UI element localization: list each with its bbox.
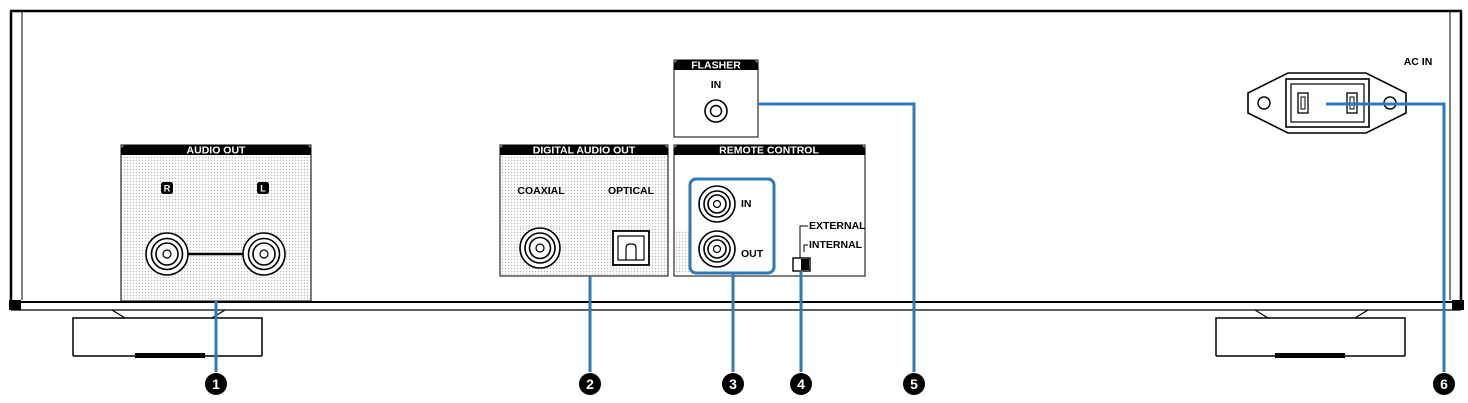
audio-out-section: AUDIO OUT R L (120, 144, 312, 302)
left-foot (72, 309, 263, 358)
flasher-header: FLASHER (691, 60, 741, 72)
rca-jack-l[interactable] (242, 232, 286, 276)
ac-in-label: AC IN (1404, 56, 1433, 68)
callout-2-number: 2 (586, 376, 594, 392)
remote-in-label: IN (741, 198, 752, 210)
callout-lines (214, 102, 1446, 372)
coaxial-jack[interactable] (519, 227, 561, 269)
external-label: EXTERNAL (809, 220, 866, 232)
remote-control-section: REMOTE CONTROL IN OUT EXTERNAL INTERNAL (673, 144, 866, 277)
callout-5: 5 (903, 373, 925, 395)
remote-out-label: OUT (741, 248, 764, 260)
coaxial-label: COAXIAL (517, 185, 565, 197)
digital-audio-out-header: DIGITAL AUDIO OUT (533, 145, 636, 157)
right-foot (1215, 309, 1406, 358)
audio-out-header: AUDIO OUT (187, 145, 247, 157)
flasher-section: FLASHER IN (673, 59, 759, 138)
remote-out-jack[interactable] (698, 230, 736, 268)
callout-3-number: 3 (729, 376, 737, 392)
callout-1: 1 (205, 373, 227, 395)
internal-label: INTERNAL (809, 239, 863, 251)
audio-out-r-mark: R (164, 184, 171, 194)
remote-control-header: REMOTE CONTROL (719, 145, 819, 157)
chassis (9, 9, 1464, 311)
callout-6-number: 6 (1440, 376, 1448, 392)
callout-1-number: 1 (212, 376, 220, 392)
optical-port[interactable] (612, 230, 650, 266)
ac-in-section: AC IN (1247, 56, 1433, 134)
digital-audio-out-section: DIGITAL AUDIO OUT COAXIAL OPTICAL (499, 144, 669, 277)
flasher-in-jack[interactable] (704, 99, 728, 123)
callout-4: 4 (790, 373, 812, 395)
optical-label: OPTICAL (608, 185, 655, 197)
callout-6: 6 (1433, 373, 1455, 395)
callout-2: 2 (579, 373, 601, 395)
external-internal-switch[interactable] (792, 257, 811, 272)
audio-out-l-mark: L (260, 184, 266, 194)
remote-in-jack[interactable] (698, 185, 736, 223)
rca-jack-r[interactable] (145, 232, 189, 276)
callout-5-number: 5 (910, 376, 918, 392)
flasher-in-label: IN (711, 79, 722, 91)
callout-4-number: 4 (797, 376, 805, 392)
callout-3: 3 (722, 373, 744, 395)
